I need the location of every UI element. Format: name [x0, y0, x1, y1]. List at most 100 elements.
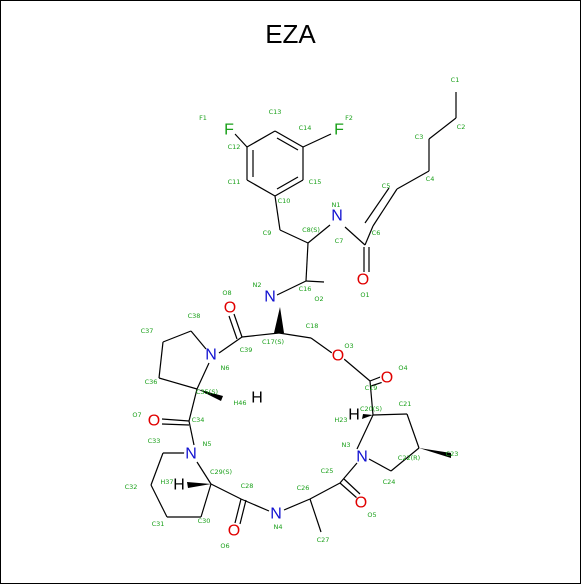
bond [234, 498, 242, 524]
atom-name-label: H23 [334, 416, 347, 424]
atom-name-label: O1 [360, 291, 369, 299]
bond [283, 498, 311, 511]
atom-name-label: C15 [309, 178, 322, 186]
atom-background [172, 478, 186, 492]
atom-name-label: C17(S) [262, 338, 284, 346]
bond [197, 389, 223, 401]
atom-name-label: C33 [148, 437, 161, 445]
atom-background [354, 496, 368, 510]
bond [161, 423, 190, 426]
bond [200, 483, 212, 518]
atom-n-label: N [264, 289, 276, 306]
atom-name-label: C8(S) [302, 226, 320, 234]
atom-name-label: C30 [198, 517, 211, 525]
atom-background [331, 349, 345, 363]
atom-background [227, 524, 241, 538]
bond [343, 358, 371, 382]
atom-name-label: C6 [372, 229, 381, 237]
bond [276, 176, 299, 190]
atom-n-label: N [270, 506, 282, 523]
atom-o-label: O [224, 300, 236, 317]
atom-background [355, 450, 369, 464]
atom-name-label: N1 [332, 201, 341, 209]
atom-name-label: C21 [399, 400, 412, 408]
molecule-title: EZA [265, 19, 316, 49]
bond [370, 381, 384, 387]
atom-name-label: C27 [317, 536, 330, 544]
carbon-label-layer: C1C2C3C4C5C6C7N1O1O2C8(S)C9C10C11C12C13C… [125, 76, 466, 550]
atom-name-label: C37 [141, 327, 154, 335]
bond [196, 461, 212, 485]
atom-name-label: N6 [221, 364, 230, 372]
bond [364, 187, 390, 224]
bond [362, 414, 373, 419]
bond [276, 280, 307, 296]
atom-name-label: C25 [321, 467, 334, 475]
atom-n-label: N [185, 446, 197, 463]
bond [278, 332, 312, 339]
bond [390, 447, 420, 472]
atom-n-label: N [205, 347, 217, 364]
atom-background [184, 447, 198, 461]
bond [218, 336, 243, 354]
bond [246, 130, 276, 148]
atom-name-label: O2 [314, 295, 323, 303]
atom-name-label: C39 [240, 346, 253, 354]
bond [310, 337, 333, 354]
bond [396, 170, 430, 190]
atom-f-label: F [224, 122, 234, 139]
atom-background [223, 301, 237, 315]
atom-background [222, 123, 236, 137]
atom-name-label: C26 [297, 484, 310, 492]
atom-background [332, 123, 346, 137]
bond [428, 117, 457, 140]
atom-h-label: H [348, 407, 360, 424]
atom-o-label: O [357, 272, 369, 289]
bond [161, 418, 190, 422]
bond [419, 448, 451, 458]
atom-n-label: N [331, 208, 343, 225]
atom-name-label: O5 [367, 511, 376, 519]
bond [364, 225, 374, 246]
bond-layer [150, 92, 457, 533]
bond [274, 195, 281, 231]
atom-name-label: C3 [415, 133, 424, 141]
atom-o-label: O [148, 413, 160, 430]
atom-name-label: C1 [451, 76, 460, 84]
atom-name-label: C11 [228, 178, 241, 186]
bond [307, 224, 331, 244]
atom-o-label: O [355, 495, 367, 512]
atom-name-label: H37 [160, 478, 173, 486]
bond [372, 188, 398, 227]
bond [368, 458, 392, 472]
atom-o-label: O [381, 370, 393, 387]
bond [356, 414, 374, 450]
atom-name-label: C31 [152, 520, 165, 528]
atom-name-label: C14 [299, 124, 312, 132]
atom-name-label: N2 [253, 281, 262, 289]
atom-background [250, 391, 264, 405]
bond [188, 388, 198, 422]
bond [158, 377, 198, 390]
bond [210, 483, 242, 500]
atom-name-label: C19 [365, 384, 378, 392]
atom-name-label: C2 [457, 123, 466, 131]
atom-h-label: H [173, 477, 185, 494]
atom-h-label: H [251, 390, 263, 407]
bond [150, 452, 164, 486]
atom-name-label: N4 [274, 523, 283, 531]
bond [309, 498, 322, 533]
atom-name-label: O7 [132, 411, 141, 419]
atom-name-label: C29(S) [210, 468, 232, 476]
atom-o-label: O [228, 523, 240, 540]
atom-name-label: C9 [263, 229, 272, 237]
atom-name-label: C23 [446, 450, 459, 458]
atom-background [263, 290, 277, 304]
atom-name-label: C4 [426, 175, 435, 183]
atom-background [347, 408, 361, 422]
atom-name-label: C20(S) [360, 405, 382, 413]
atom-name-label: N3 [342, 441, 351, 449]
atom-background [269, 507, 283, 521]
